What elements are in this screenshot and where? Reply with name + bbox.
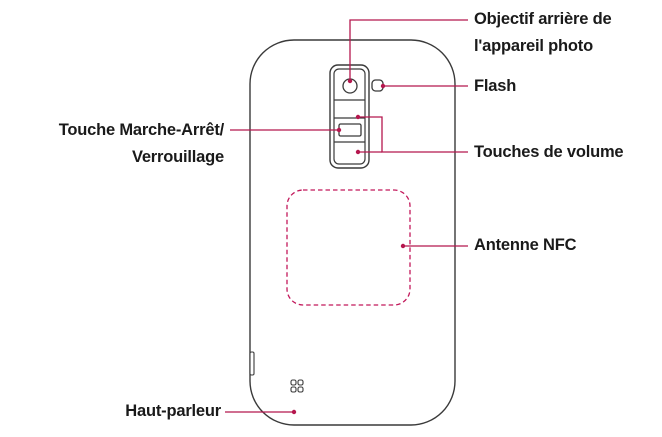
dot-rear-camera xyxy=(347,78,353,84)
speaker-grille-icon xyxy=(290,379,304,393)
leader-line-volume xyxy=(358,116,468,153)
dot-nfc xyxy=(400,243,406,249)
label-nfc-antenna-line1: Antenne NFC xyxy=(474,236,577,254)
dot-speaker xyxy=(291,409,297,415)
label-nfc-antenna: Antenne NFC xyxy=(474,232,576,259)
label-speaker: Haut-parleur xyxy=(125,398,221,425)
dot-power-lock xyxy=(336,127,342,133)
power-lock-key xyxy=(338,123,362,137)
dot-flash xyxy=(380,83,386,89)
nfc-antenna-area xyxy=(286,189,411,306)
label-speaker-line1: Haut-parleur xyxy=(125,402,221,420)
label-flash-line1: Flash xyxy=(474,77,517,95)
label-power-lock-line1: Touche Marche-Arrêt/ xyxy=(58,121,225,139)
dot-volume-up xyxy=(355,114,361,120)
label-volume-keys: Touches de volume xyxy=(474,139,624,166)
label-volume-keys-line1: Touches de volume xyxy=(474,143,624,161)
label-power-lock-line2: Verrouillage xyxy=(131,148,224,166)
phone-body-outline xyxy=(249,39,456,426)
label-rear-camera-line2: l'appareil photo xyxy=(474,37,593,55)
label-rear-camera: Objectif arrière de l'appareil photo xyxy=(474,6,612,60)
label-flash: Flash xyxy=(474,73,516,100)
label-rear-camera-line1: Objectif arrière de xyxy=(474,10,612,28)
side-slot xyxy=(249,351,255,376)
dot-volume-down xyxy=(355,149,361,155)
leader-line-rear-camera xyxy=(349,19,468,81)
leader-lines xyxy=(225,19,468,413)
leader-dots xyxy=(291,78,406,415)
label-power-lock: Touche Marche-Arrêt/ Verrouillage xyxy=(58,117,225,171)
